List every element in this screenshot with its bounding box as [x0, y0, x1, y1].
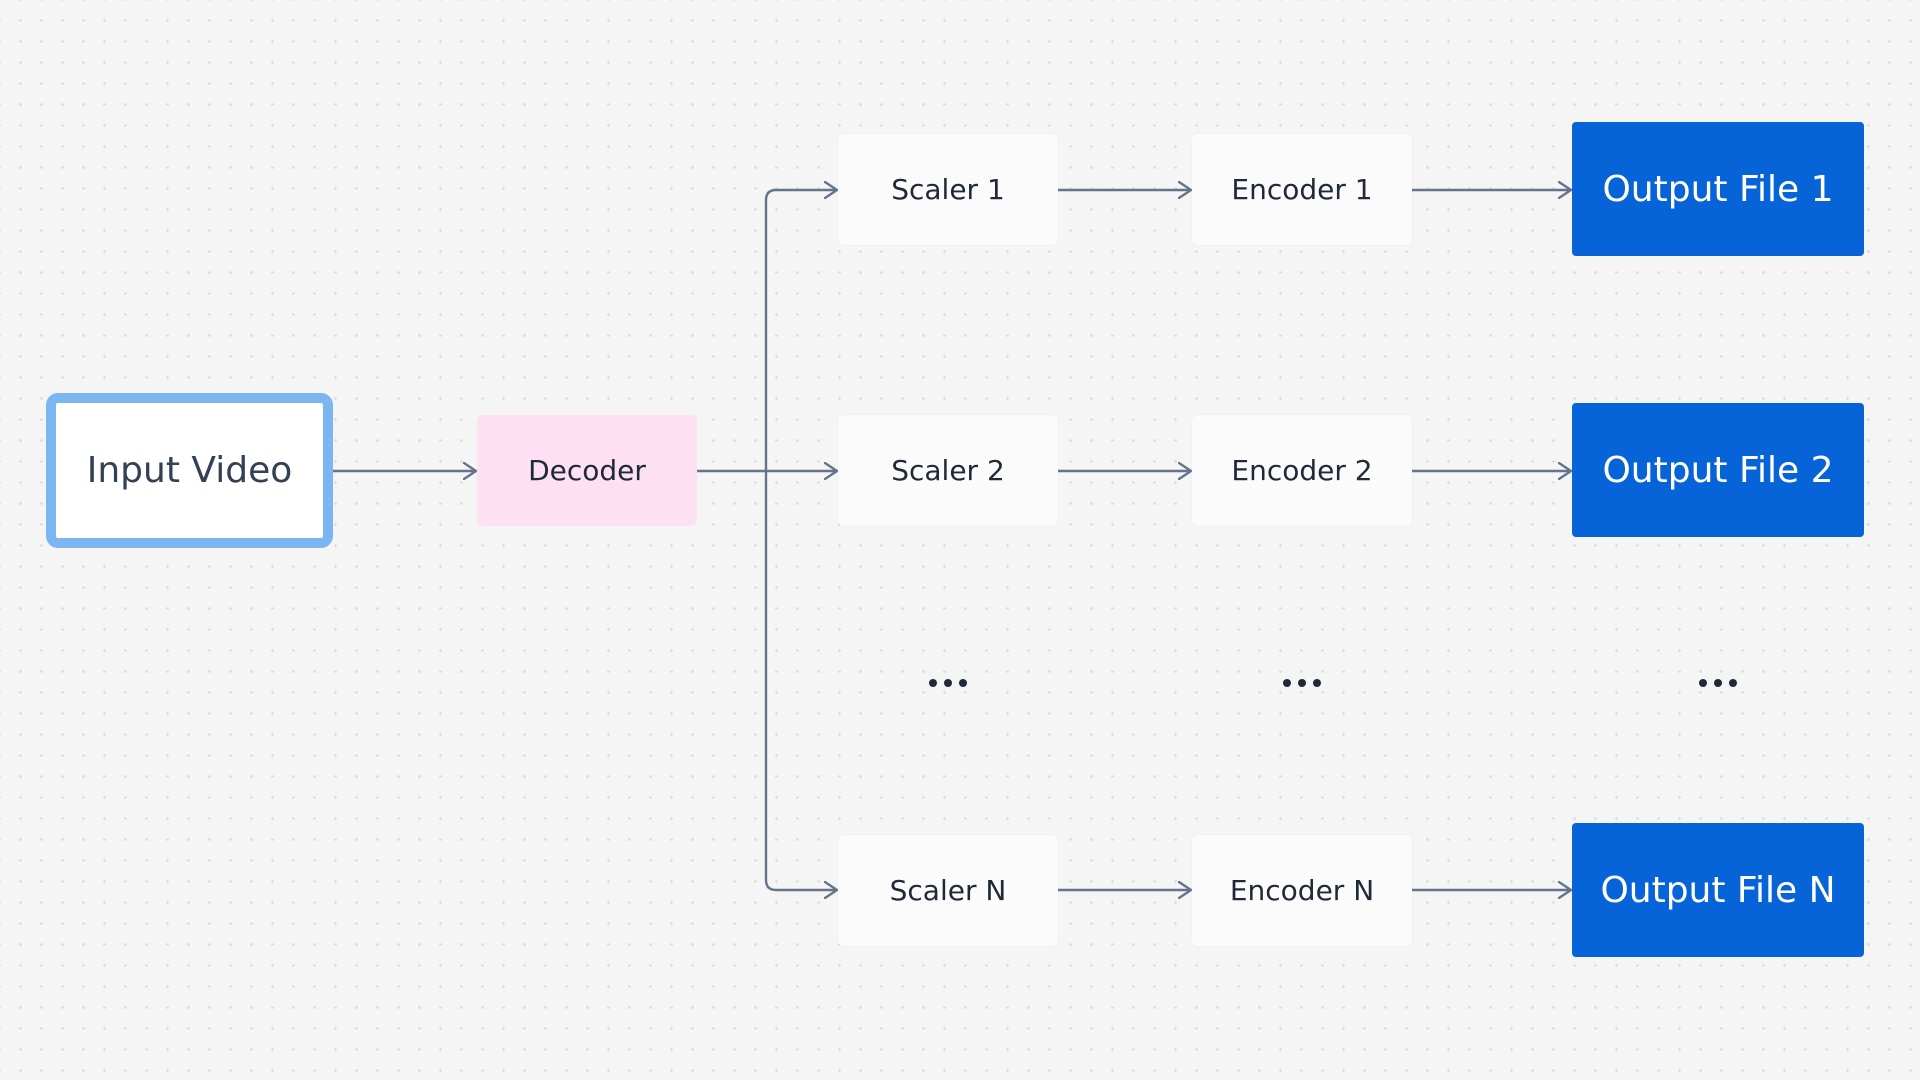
encoder-2-label: Encoder 2 — [1231, 454, 1373, 487]
output-file-2-label: Output File 2 — [1602, 449, 1834, 491]
encoder-1-node: Encoder 1 — [1192, 134, 1412, 245]
output-file-1-label: Output File 1 — [1602, 168, 1834, 210]
output-file-n-node: Output File N — [1572, 823, 1864, 957]
edge-branch-to-scaler-n — [764, 471, 837, 890]
scaler-1-node: Scaler 1 — [838, 134, 1058, 245]
scaler-2-label: Scaler 2 — [891, 454, 1005, 487]
ellipsis-dot — [1729, 679, 1737, 687]
ellipsis-dot — [944, 679, 952, 687]
ellipsis-dot — [1313, 679, 1321, 687]
output-ellipsis — [1608, 663, 1828, 703]
output-file-1-node: Output File 1 — [1572, 122, 1864, 256]
input-video-label: Input Video — [86, 450, 293, 491]
decoder-node: Decoder — [477, 415, 697, 526]
scaler-n-node: Scaler N — [838, 835, 1058, 946]
scaler-1-label: Scaler 1 — [891, 173, 1005, 206]
ellipsis-dot — [1298, 679, 1306, 687]
ellipsis-dot — [1699, 679, 1707, 687]
edge-branch-to-scaler-1 — [764, 190, 837, 471]
encoder-ellipsis — [1192, 663, 1412, 703]
scaler-ellipsis — [838, 663, 1058, 703]
ellipsis-dot — [959, 679, 967, 687]
encoder-n-node: Encoder N — [1192, 835, 1412, 946]
encoder-2-node: Encoder 2 — [1192, 415, 1412, 526]
ellipsis-dot — [1283, 679, 1291, 687]
encoder-n-label: Encoder N — [1229, 874, 1375, 907]
output-file-n-label: Output File N — [1600, 869, 1836, 911]
ellipsis-dot — [1714, 679, 1722, 687]
encoder-1-label: Encoder 1 — [1231, 173, 1373, 206]
scaler-2-node: Scaler 2 — [838, 415, 1058, 526]
output-file-2-node: Output File 2 — [1572, 403, 1864, 537]
ellipsis-dot — [929, 679, 937, 687]
decoder-label: Decoder — [528, 454, 646, 487]
scaler-n-label: Scaler N — [889, 874, 1007, 907]
input-video-node: Input Video — [46, 393, 333, 548]
